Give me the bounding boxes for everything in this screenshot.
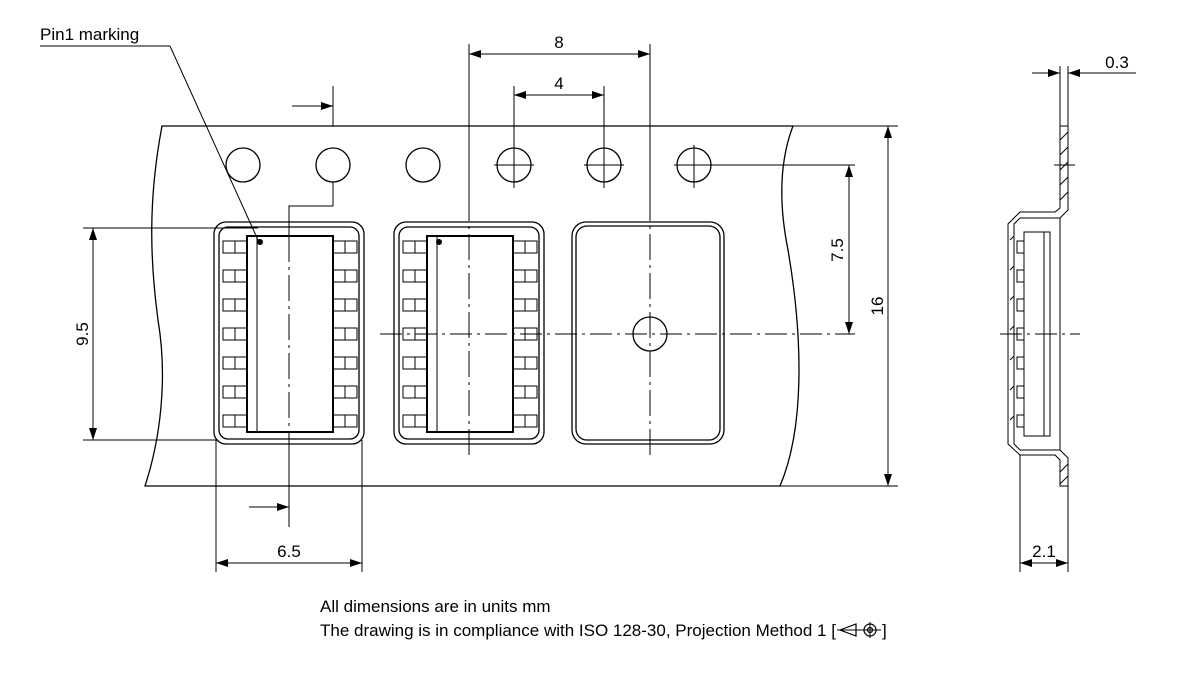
pin1-dot: [257, 239, 263, 245]
label-2-1: 2.1: [1032, 542, 1056, 561]
dim-cavity-length-9-5: 9.5: [73, 227, 258, 441]
label-6-5: 6.5: [277, 542, 301, 561]
pocket-2-leads: [402, 240, 538, 428]
side-lead: [1016, 240, 1025, 254]
side-view-section: 0.3 2.1: [1000, 53, 1136, 572]
first-angle-projection-icon: [836, 622, 881, 638]
section-arrows: [249, 86, 334, 527]
dim-tape-width-16: 16: [780, 125, 898, 487]
side-lead: [1016, 356, 1025, 370]
centerlines: [288, 195, 855, 458]
compliance-suffix: ]: [881, 621, 887, 640]
hole-centerlines: [494, 145, 855, 188]
side-lead: [1016, 414, 1025, 428]
label-4: 4: [554, 74, 563, 93]
side-lead: [1016, 298, 1025, 312]
pocket-3: [571, 221, 725, 445]
side-lead: [1016, 269, 1025, 283]
label-16: 16: [868, 297, 887, 316]
units-note: All dimensions are in units mm: [320, 597, 551, 616]
label-8: 8: [554, 33, 563, 52]
label-pin1-marking: Pin1 marking: [40, 25, 139, 44]
dim-offset-7-5: 7.5: [828, 165, 853, 334]
dim-hole-pitch-4: 4: [513, 74, 605, 145]
label-9-5: 9.5: [73, 322, 92, 346]
dim-pitch-8: 8: [468, 33, 651, 195]
compliance-text: The drawing is in compliance with ISO 12…: [320, 621, 836, 640]
pocket-1-leads: [222, 240, 358, 428]
dim-cavity-width-6-5: 6.5: [215, 440, 363, 572]
label-0-3: 0.3: [1105, 53, 1129, 72]
pin1-marking-leader: Pin1 marking: [40, 25, 259, 241]
side-lead: [1016, 385, 1025, 399]
label-7-5: 7.5: [828, 238, 847, 262]
compliance-note: The drawing is in compliance with ISO 12…: [320, 621, 887, 641]
